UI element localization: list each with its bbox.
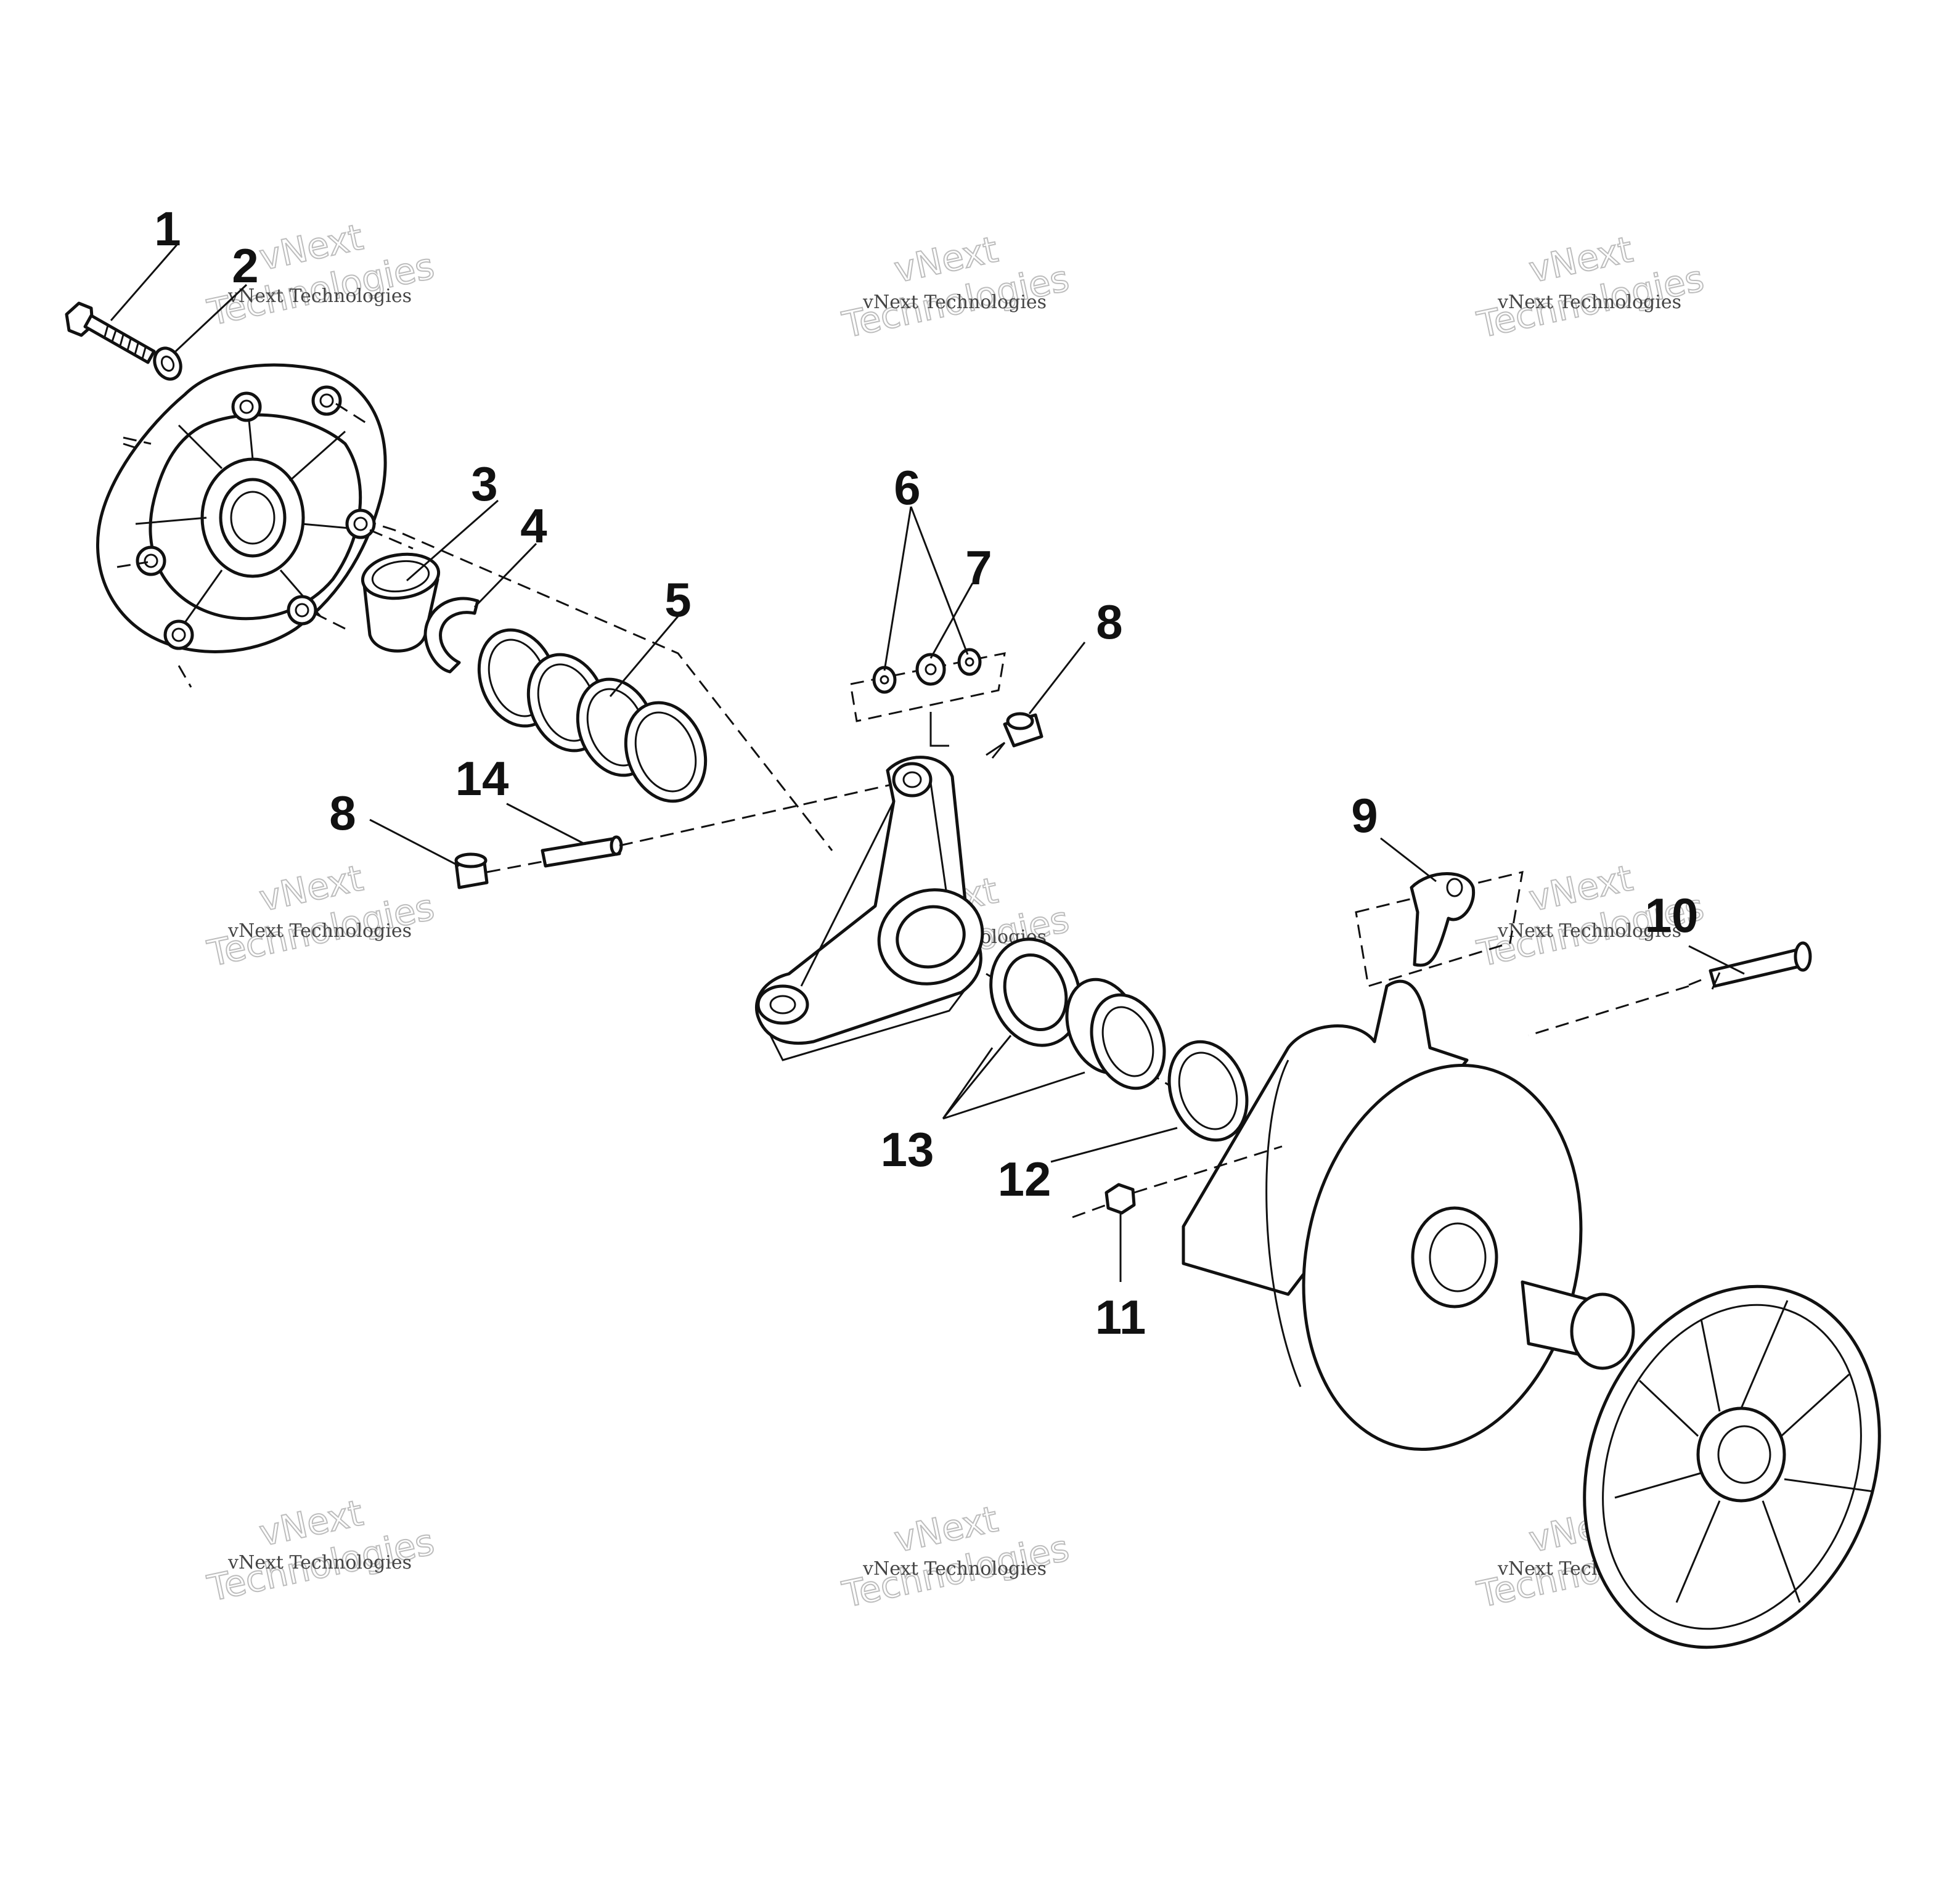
- callout-labels: 1 2 3 4 5 6 7 8 8 9 10 11 12 13 14: [154, 202, 1698, 1344]
- callout-2: 2: [232, 239, 258, 293]
- watermark: vNext Technologies: [203, 1491, 439, 1610]
- callout-8-lower: 8: [329, 786, 356, 840]
- callout-8-upper: 8: [1096, 595, 1122, 649]
- spider-arm-assembly: [754, 756, 984, 1061]
- watermark: vNext Technologies: [1473, 227, 1709, 346]
- weight-kit-box: [1355, 871, 1524, 1012]
- leader-lines: [110, 243, 1745, 1282]
- watermark-text: vNext Technologies: [1497, 920, 1681, 942]
- fixed-sheave: [1521, 1280, 1881, 1649]
- callout-11: 11: [1095, 1290, 1146, 1344]
- watermark: vNext Technologies: [838, 1497, 1074, 1616]
- washer-part-2: [153, 346, 182, 381]
- watermark: vNext Technologies: [203, 856, 439, 975]
- roller-kit-box: [849, 648, 1006, 747]
- watermark-text: vNext Technologies: [227, 1552, 412, 1574]
- clutch-cover: [96, 363, 414, 688]
- nut-part-11: [1072, 1145, 1283, 1218]
- bushing-part-12: [1167, 1040, 1249, 1142]
- watermark-text: vNext Technologies: [227, 920, 412, 942]
- callout-9: 9: [1351, 788, 1378, 843]
- snap-ring-part-4: [423, 597, 480, 674]
- watermark-text: vNext Technologies: [862, 292, 1047, 313]
- spring-part-5: [477, 628, 708, 803]
- callout-14: 14: [455, 751, 509, 806]
- callout-7: 7: [965, 541, 992, 595]
- bolt-part-10: [1528, 941, 1812, 1037]
- watermark-text: vNext Technologies: [862, 1558, 1047, 1580]
- callout-6: 6: [894, 460, 920, 515]
- bolt-part-1: [65, 301, 156, 364]
- washer-part-13: [989, 937, 1082, 1047]
- callout-1: 1: [154, 202, 181, 256]
- pin-part-14: [541, 835, 623, 868]
- callout-10: 10: [1645, 888, 1699, 942]
- callout-5: 5: [664, 573, 691, 627]
- pin-axis-line: [486, 782, 900, 873]
- cap-part-8-lower: [454, 852, 489, 889]
- callout-12: 12: [998, 1152, 1051, 1206]
- watermark-text: vNext Technologies: [227, 285, 412, 307]
- callout-4: 4: [520, 499, 547, 553]
- spacer-part-13: [1065, 978, 1166, 1090]
- callout-3: 3: [471, 457, 497, 511]
- watermark: vNext Technologies: [838, 227, 1074, 346]
- watermark-text: vNext Technologies: [1497, 292, 1681, 313]
- plug-part-8-upper: [986, 712, 1043, 759]
- callout-13: 13: [881, 1122, 934, 1177]
- bushing-part-3: [361, 552, 441, 653]
- watermark: vNext Technologies: [203, 215, 439, 334]
- moveable-sheave: [1182, 979, 1583, 1451]
